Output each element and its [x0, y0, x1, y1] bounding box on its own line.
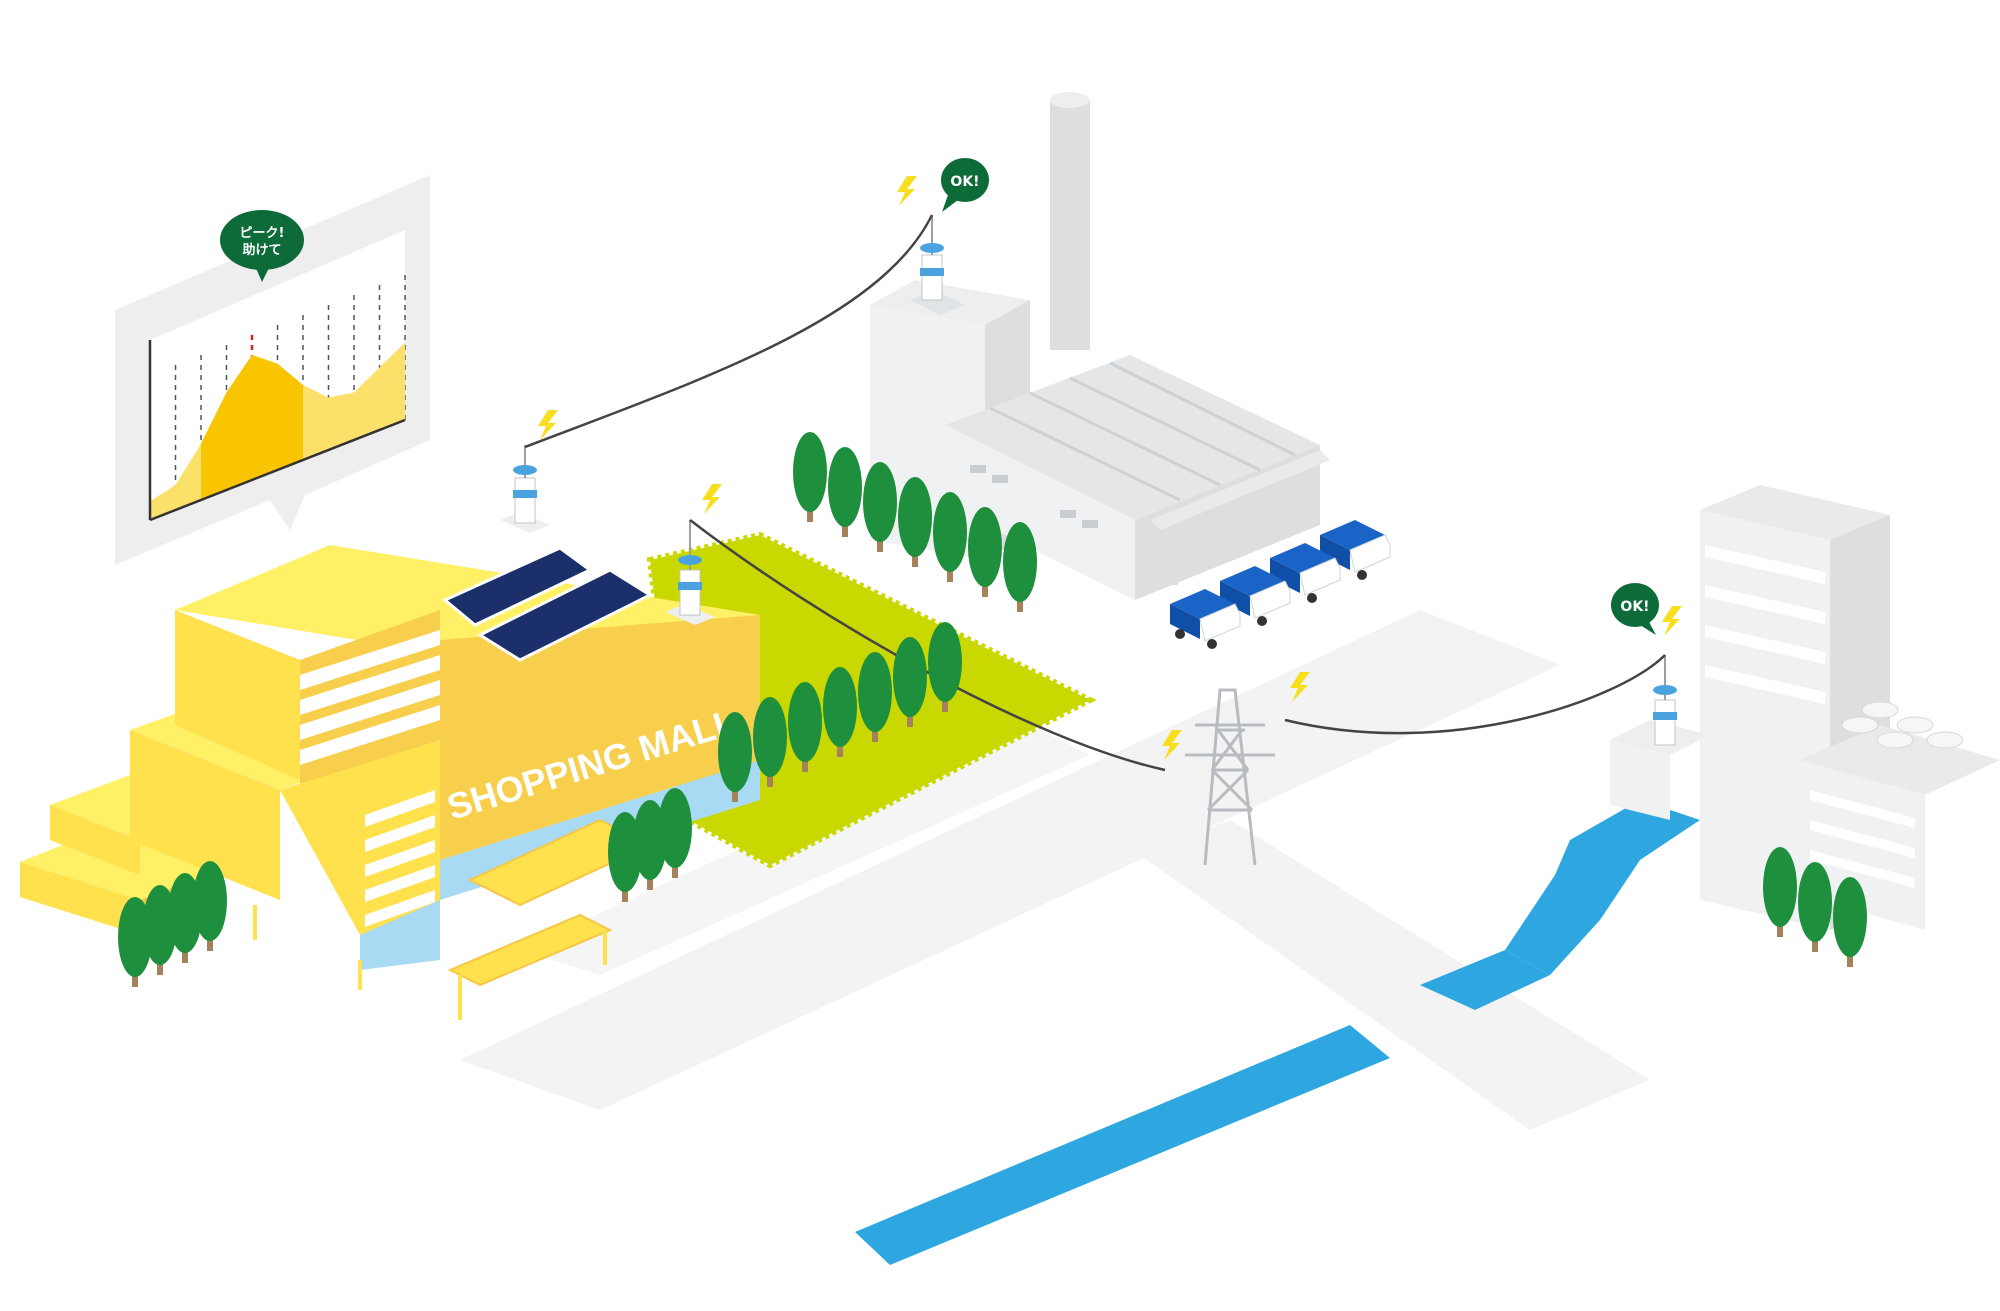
tree-icon: [793, 432, 827, 522]
shopping-mall: SHOPPING MALL: [20, 445, 760, 1020]
peak-chart-panel: ピーク! 助けて: [115, 175, 430, 565]
tree-icon: [863, 462, 897, 552]
antenna-icon: [665, 520, 715, 625]
tree-icon: [968, 507, 1002, 597]
mall-canopy: [447, 818, 653, 987]
trees: [118, 432, 1867, 987]
river: [855, 800, 1700, 1265]
power-line-mall-factory: [524, 214, 934, 449]
transmission-tower-icon: [1185, 688, 1275, 866]
office-ok-text: OK!: [1620, 599, 1649, 615]
antenna-icon: [910, 215, 965, 315]
chart-peak-band: [201, 355, 303, 500]
antenna-icon: [1653, 655, 1677, 746]
tree-icon: [933, 492, 967, 582]
lightning-bolt-icon: [1662, 606, 1682, 636]
power-line-tower-office: [1284, 654, 1666, 735]
trucks: [1170, 520, 1391, 649]
lightning-bolt-icon: [1290, 672, 1310, 702]
road-main: [460, 610, 1560, 1110]
peak-bubble: ピーク! 助けて: [220, 210, 304, 282]
chart-area: [150, 342, 405, 520]
tree-icon: [753, 697, 787, 787]
tree-icon: [1833, 877, 1867, 967]
truck-icon: [1220, 566, 1291, 626]
river-lower: [855, 1025, 1390, 1265]
tree-icon: [893, 637, 927, 727]
tree-icon: [1003, 522, 1037, 612]
tree-icon: [718, 712, 752, 802]
lightning-bolt-icon: [897, 176, 917, 206]
storage-tanks: [1841, 701, 1964, 749]
lightning-bolt-icon: [702, 484, 722, 514]
factory: [870, 92, 1330, 600]
factory-ok-bubble: OK!: [941, 158, 989, 212]
lightning-bolt-icon: [1162, 730, 1182, 760]
lightning-bolt-icon: [538, 410, 558, 440]
factory-ok-text: OK!: [950, 174, 979, 190]
tree-icon: [898, 477, 932, 567]
tree-icon: [928, 622, 962, 712]
tree-icon: [823, 667, 857, 757]
chart-x-axis: [149, 418, 406, 522]
tree-icon: [193, 861, 227, 951]
tree-icon: [658, 788, 692, 878]
river-upper: [1505, 800, 1700, 975]
tree-icon: [1763, 847, 1797, 937]
truck-icon: [1170, 589, 1241, 649]
office-ok-bubble: OK!: [1611, 583, 1659, 635]
tree-icon: [858, 652, 892, 742]
tree-icon: [1798, 862, 1832, 952]
solar-panel-icon: [442, 546, 654, 662]
peak-bubble-line2: 助けて: [242, 242, 281, 258]
antenna-icon: [500, 445, 550, 533]
tree-icon: [828, 447, 862, 537]
river-middle: [1420, 950, 1550, 1010]
tree-icon: [788, 682, 822, 772]
office-building: [1610, 485, 2000, 930]
peak-bubble-line1: ピーク!: [240, 226, 285, 241]
factory-chimney: [1050, 100, 1090, 350]
road-cross: [1140, 820, 1650, 1130]
